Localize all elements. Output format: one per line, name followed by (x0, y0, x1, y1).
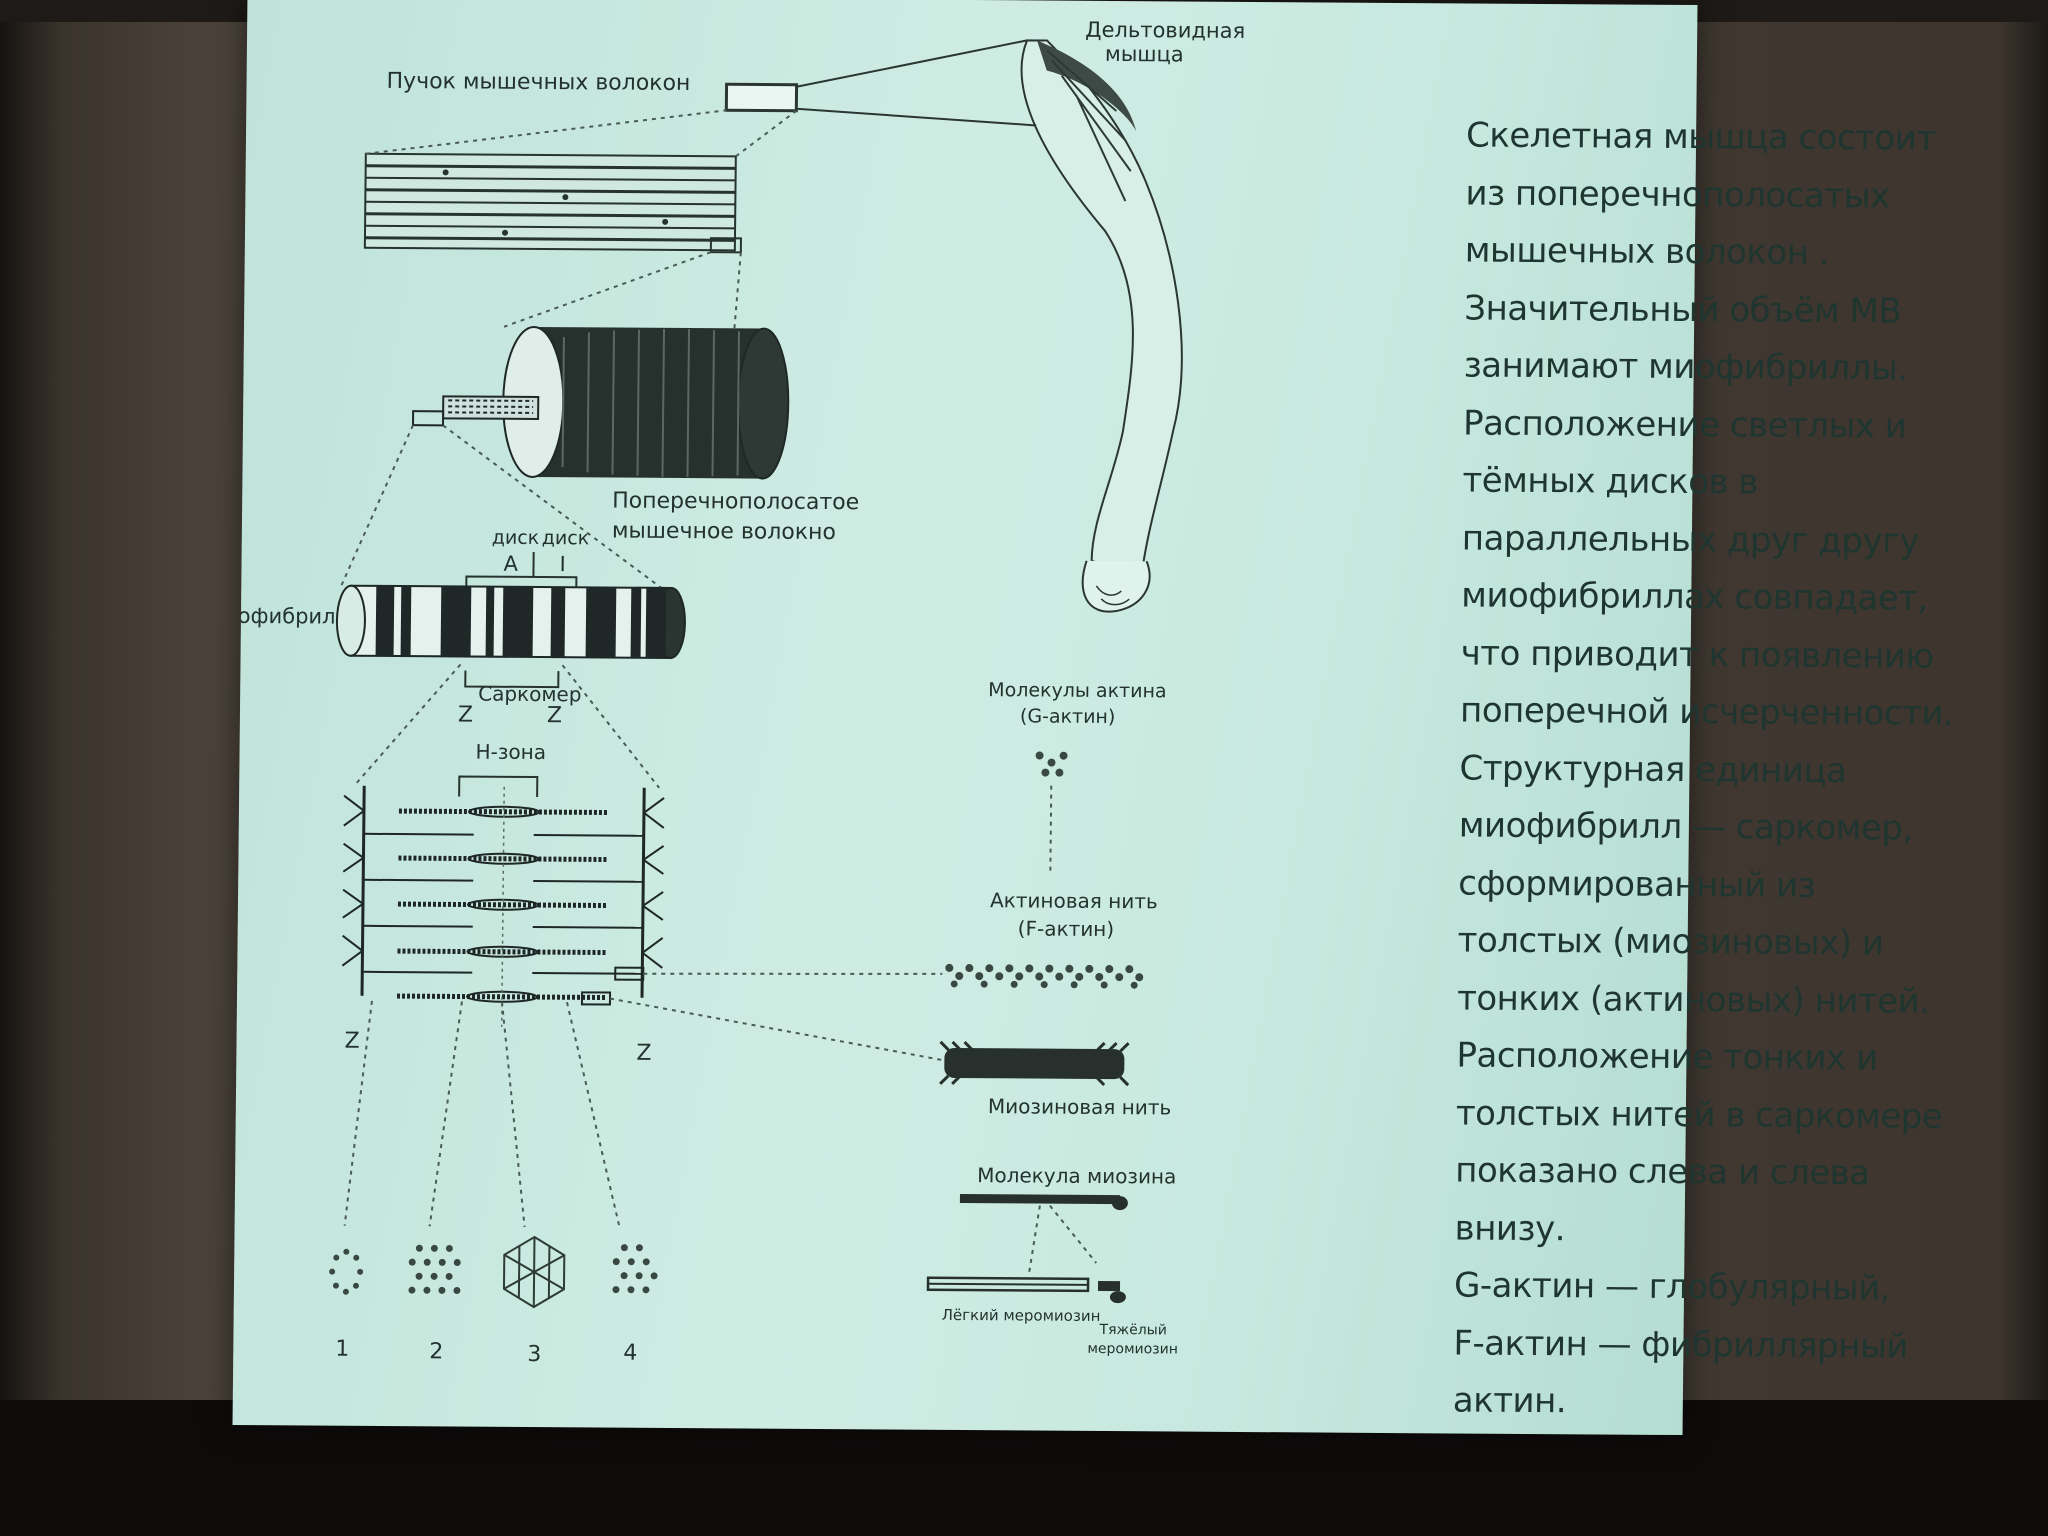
sarcomere-filaments (341, 785, 665, 1027)
disc-a-label: А (503, 552, 518, 576)
actin-filament-label-1: Актиновая нить (990, 888, 1158, 913)
disc-i-label: I (559, 552, 565, 576)
text-line: F-актин — фибриллярный (1453, 1322, 1909, 1367)
text-line: из поперечнополосатых (1465, 172, 1890, 216)
striated-fiber-label-1: Поперечнополосатое (612, 489, 859, 516)
text-line: тёмных дисков в (1462, 460, 1759, 503)
muscle-fiber-cylinder (411, 325, 790, 480)
myosin-filament (939, 1040, 1130, 1087)
muscle-structure-diagram: Дельтовидная мышца Пучок мышечных волоко… (233, 18, 1246, 1367)
slide-description-text: Скелетная мышца состоит из поперечнополос… (1452, 107, 1954, 1433)
text-line: Расположение светлых и (1462, 402, 1907, 447)
deltoid-label-2: мышца (1105, 42, 1184, 67)
cross-section-1-label: 1 (335, 1337, 349, 1362)
text-line: занимают миофибриллы. (1463, 345, 1908, 389)
meromyosin-fragments (926, 1276, 1126, 1304)
text-line: тонких (актиновых) нитей. (1456, 977, 1930, 1022)
cross-section-4-label: 4 (623, 1341, 637, 1366)
text-line: сформированный из (1458, 862, 1816, 906)
text-line: Расположение тонких и (1456, 1035, 1878, 1079)
text-line: что приводит к появлению (1460, 632, 1934, 677)
arm-illustration (724, 39, 1183, 613)
text-line: мышечных волокон . (1464, 230, 1830, 273)
striated-fiber-label-2: мышечное волокно (612, 519, 836, 546)
projection-screen: Дельтовидная мышца Пучок мышечных волоко… (232, 0, 1954, 1436)
z-label-2: Z (547, 703, 562, 728)
myosin-filament-label: Миозиновая нить (988, 1094, 1172, 1119)
text-line: показано слева и слева (1455, 1150, 1870, 1194)
myosin-molecule (959, 1194, 1128, 1211)
text-line: Значительный объём МВ (1464, 287, 1902, 332)
disc-a-top-label: диск (492, 527, 540, 549)
actin-molecules-label-2: (G-актин) (1020, 705, 1116, 728)
disc-i-top-label: диск (542, 527, 590, 549)
cross-section-3-label: 3 (527, 1342, 541, 1367)
fiber-bundle-label: Пучок мышечных волокон (386, 69, 690, 96)
actin-filament-label-2: (F-актин) (1018, 916, 1115, 941)
text-line: G-актин — глобулярный, (1453, 1265, 1891, 1309)
text-line: параллельных друг другу (1461, 517, 1920, 562)
text-line: толстых нитей в саркомере (1455, 1092, 1943, 1137)
light-meromyosin-label: Лёгкий меромиозин (942, 1306, 1101, 1325)
text-line: миофибриллах совпадает, (1461, 575, 1929, 619)
myosin-molecule-label: Молекула миозина (977, 1163, 1176, 1188)
text-line: Скелетная мышца состоит (1465, 115, 1936, 159)
cross-section-4 (612, 1244, 658, 1294)
text-line: толстых (миозиновых) и (1457, 920, 1884, 964)
text-line: внизу. (1454, 1207, 1566, 1249)
text-line: Структурная единица (1459, 747, 1847, 791)
deltoid-label-1: Дельтовидная (1085, 18, 1245, 43)
heavy-meromyosin-label-1: Тяжёлый (1098, 1322, 1166, 1338)
f-actin-filament (945, 963, 1144, 989)
z-label-4: Z (636, 1041, 651, 1066)
cross-section-3 (502, 1235, 566, 1309)
text-line: миофибрилл — саркомер, (1458, 805, 1913, 849)
cross-section-1 (329, 1248, 364, 1295)
g-actin-molecules (1035, 751, 1068, 777)
fiber-bundle (363, 152, 742, 254)
h-zone-label: Н-зона (475, 740, 546, 764)
actin-molecules-label-1: Молекулы актина (988, 679, 1167, 702)
cross-section-2-label: 2 (429, 1339, 443, 1364)
cross-section-2 (408, 1244, 461, 1294)
muscle-cutout (724, 82, 799, 113)
z-label-1: Z (458, 702, 473, 727)
sarcomere-label: Саркомер (478, 682, 582, 707)
text-line: поперечной исчерченности. (1459, 690, 1954, 734)
heavy-meromyosin-label-2: меромиозин (1087, 1341, 1178, 1358)
myofibril-cylinder (335, 584, 686, 659)
z-label-3: Z (344, 1029, 359, 1054)
text-line: актин. (1452, 1380, 1567, 1422)
